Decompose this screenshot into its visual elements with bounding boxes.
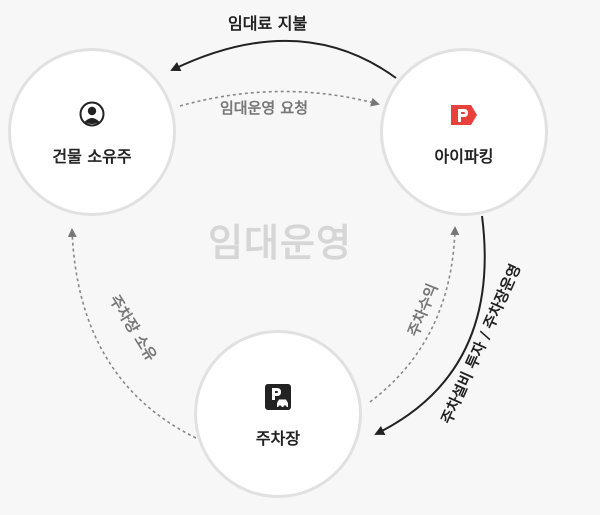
owner-label: 건물 소유주 [52,147,132,166]
rent-payment-label: 임대료 지불 [228,14,308,33]
investment-arrow [374,215,486,435]
iparking-logo-icon [449,103,479,131]
owner-node: 건물 소유주 [8,48,176,216]
person-icon [79,101,105,131]
rent-payment-arrow [170,40,397,79]
ownership-arrow [67,228,197,439]
iparking-label: 아이파킹 [434,147,494,166]
center-label: 임대운영 [208,221,352,265]
lease-request-label: 임대운영 요청 [220,99,309,117]
revenue-arrow [369,226,460,403]
parking-car-icon [264,383,292,415]
parking-lot-node: 주차장 [194,330,362,498]
iparking-node: 아이파킹 [380,48,548,216]
parking-lot-label: 주차장 [255,429,301,448]
lease-request-arrow [179,90,380,107]
